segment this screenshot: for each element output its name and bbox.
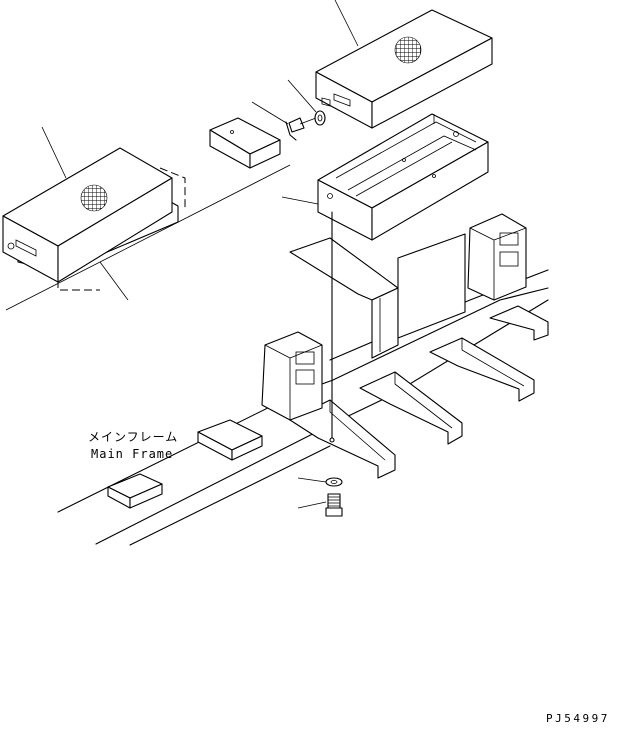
lower-washer [297, 477, 343, 487]
main-frame-label-en: Main Frame [91, 447, 174, 461]
drawing-code: PJ54997 [546, 712, 610, 725]
vent-mesh [80, 184, 108, 212]
cross-member [489, 305, 549, 341]
cross-member [359, 371, 463, 445]
support-block [5, 117, 291, 311]
bracket-pedestal [261, 331, 323, 421]
cross-member [289, 399, 396, 479]
washer [287, 79, 326, 126]
bracket-pedestal [467, 213, 527, 301]
battery-box-right [315, 0, 493, 129]
frame-block [107, 473, 163, 509]
wing-bolt [251, 101, 317, 141]
vent-mesh [394, 36, 422, 64]
battery-tray [281, 113, 489, 241]
cross-member [429, 337, 535, 402]
main-frame-label-jp: メインフレーム [88, 430, 179, 444]
main-frame [57, 213, 549, 546]
battery-box-left [2, 126, 186, 301]
lower-bolt [297, 493, 343, 517]
hold-down-rod [329, 211, 335, 443]
mounting-plate [289, 233, 466, 359]
frame-block [197, 419, 263, 461]
